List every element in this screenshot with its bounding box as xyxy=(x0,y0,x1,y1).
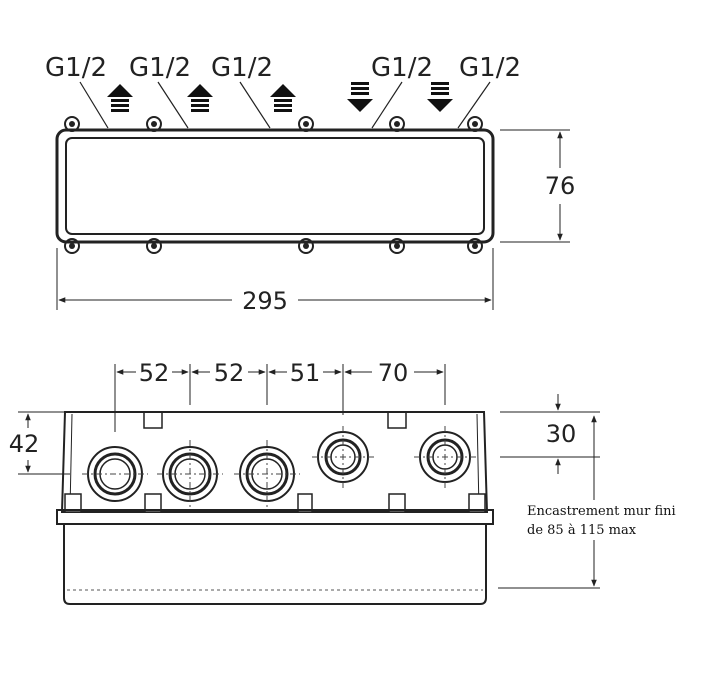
notch xyxy=(143,411,163,429)
port-label-2: G1/2 xyxy=(129,53,191,83)
dimension-42 xyxy=(18,411,90,475)
port-label-1: G1/2 xyxy=(45,53,107,83)
port-label-5: G1/2 xyxy=(459,53,521,83)
flange-lugs xyxy=(64,493,486,513)
spacing-label-1: 52 xyxy=(139,359,170,387)
recess-note-line-1: Encastrement mur fini xyxy=(527,504,676,519)
flow-down-arrow-icon xyxy=(427,82,453,112)
port-label-3: G1/2 xyxy=(211,53,273,83)
spacing-label-3: 51 xyxy=(290,359,321,387)
dimension-295-label: 295 xyxy=(242,287,288,315)
dimension-76-label: 76 xyxy=(545,172,576,200)
dimension-30 xyxy=(500,394,600,474)
spacing-dimension xyxy=(114,364,446,432)
front-view: 52 52 51 70 xyxy=(9,359,676,605)
leader-lines xyxy=(79,81,491,129)
box-inner-top xyxy=(65,137,485,235)
box-lower-body xyxy=(63,524,487,605)
recess-note-line-2: de 85 à 115 max xyxy=(527,523,637,538)
flange-rail xyxy=(56,509,494,525)
dimension-30-label: 30 xyxy=(546,420,577,448)
flow-down-arrow-icon xyxy=(347,82,373,112)
spacing-label-4: 70 xyxy=(378,359,409,387)
dimension-recess xyxy=(498,415,600,589)
box-outline-top xyxy=(55,128,495,244)
spacing-label-2: 52 xyxy=(214,359,245,387)
dimension-42-label: 42 xyxy=(9,430,40,458)
notch xyxy=(387,411,407,429)
dimension-295 xyxy=(56,248,494,310)
flow-up-arrow-icon xyxy=(270,84,296,112)
box-upper-body xyxy=(60,411,489,513)
port-label-4: G1/2 xyxy=(371,53,433,83)
flow-up-arrow-icon xyxy=(187,84,213,112)
top-view: G1/2 G1/2 G1/2 G1/2 G1/2 xyxy=(45,53,575,315)
dimension-76 xyxy=(500,129,570,243)
centerlines xyxy=(82,426,476,508)
flow-up-arrow-icon xyxy=(107,84,133,112)
